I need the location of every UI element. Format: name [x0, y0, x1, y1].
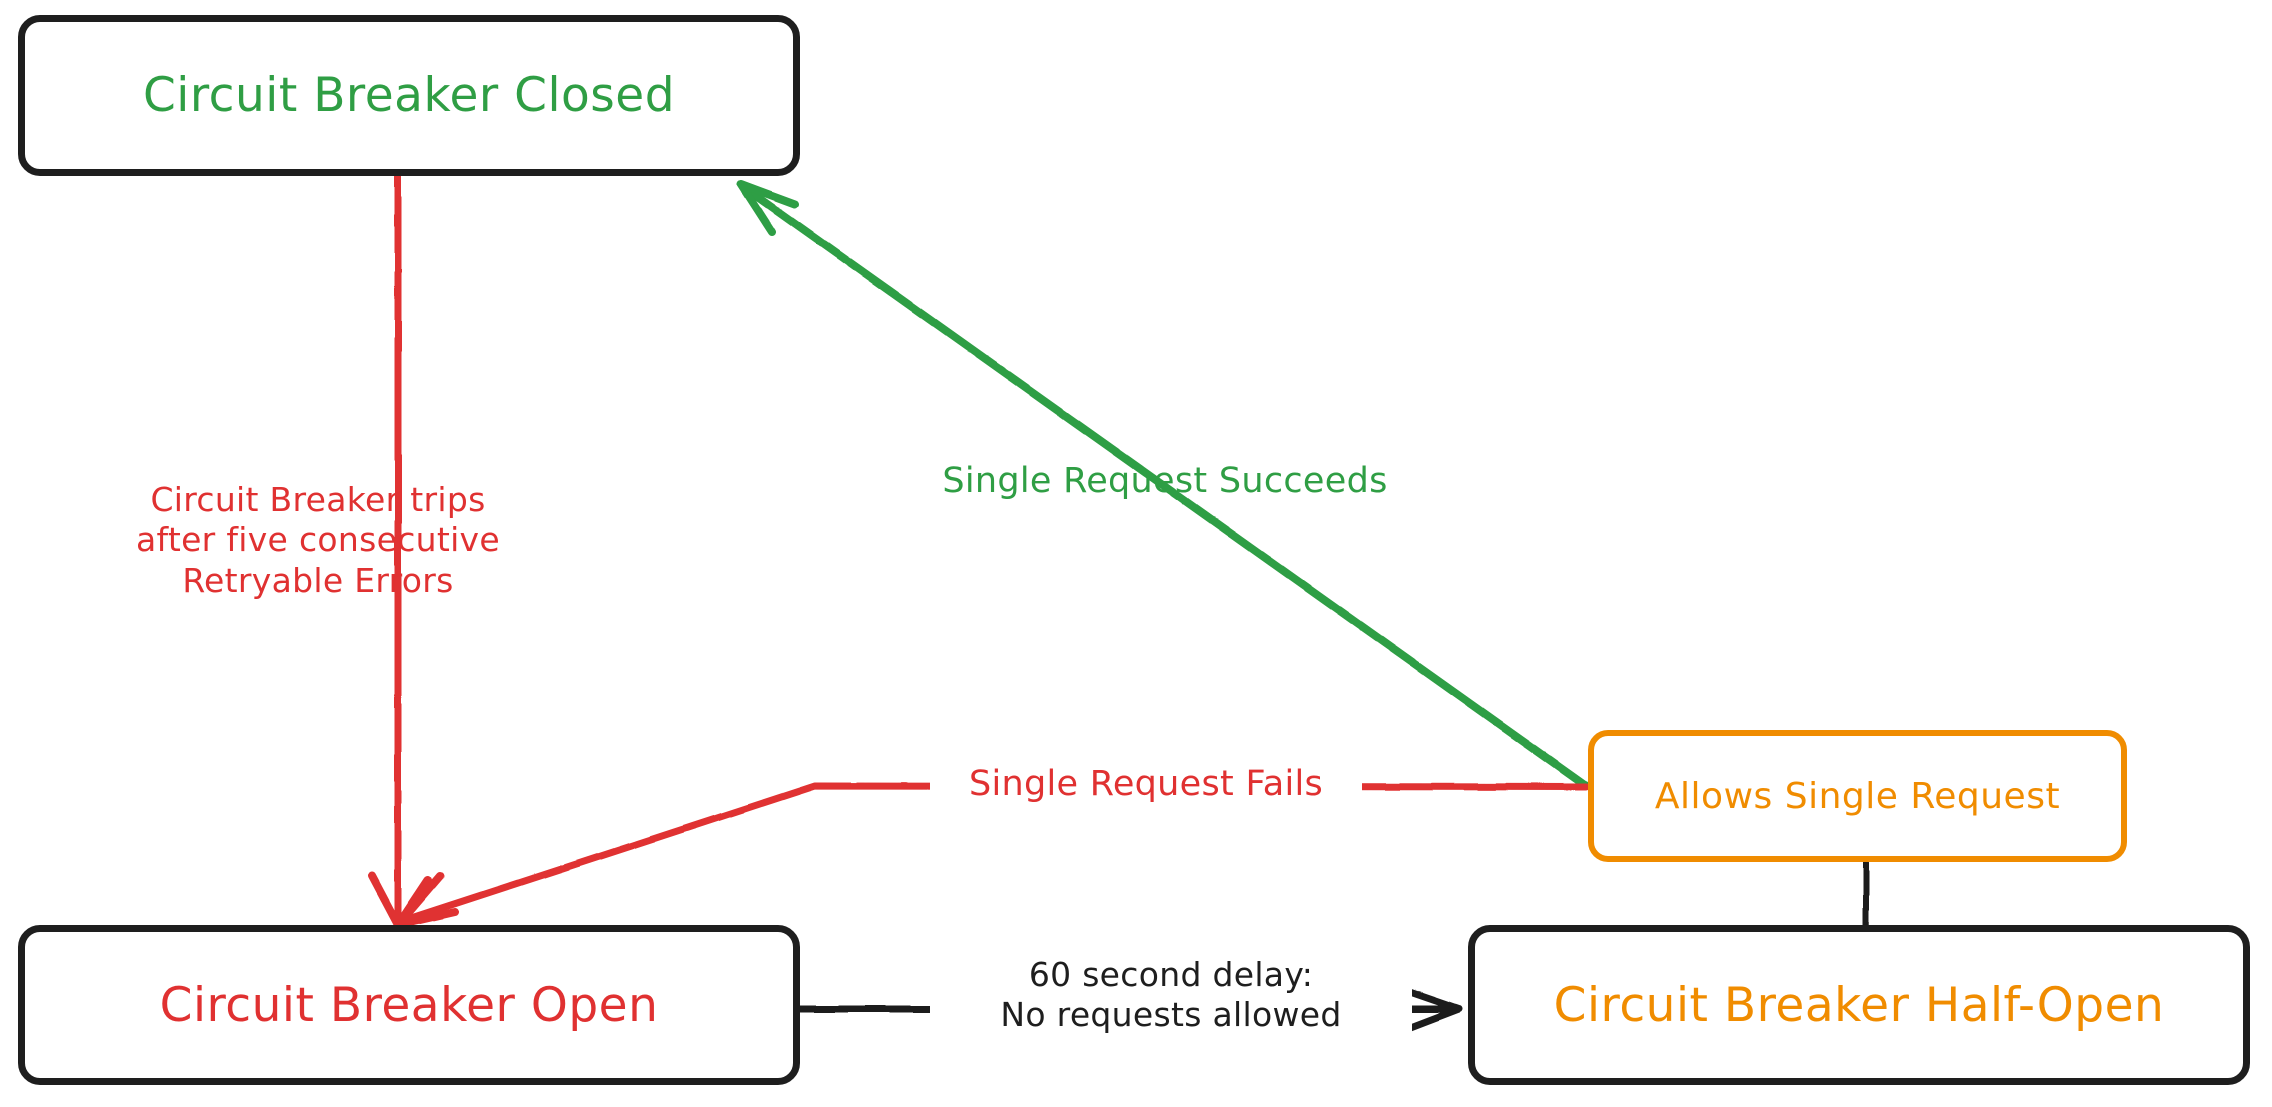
edge-open-to-half-open	[796, 986, 1463, 1034]
node-allows-single-request[interactable]: Allows Single Request	[1588, 730, 2127, 862]
node-circuit-breaker-half-open-label: Circuit Breaker Half-Open	[1553, 977, 2165, 1033]
edge-allows-to-open	[394, 782, 1590, 929]
node-circuit-breaker-half-open[interactable]: Circuit Breaker Half-Open	[1468, 925, 2250, 1085]
node-allows-single-request-label: Allows Single Request	[1654, 775, 2061, 817]
edge-allows-to-closed	[737, 180, 1590, 790]
node-circuit-breaker-open[interactable]: Circuit Breaker Open	[18, 925, 800, 1085]
edge-closed-to-open	[368, 172, 432, 929]
node-circuit-breaker-closed-label: Circuit Breaker Closed	[142, 68, 676, 123]
node-circuit-breaker-closed[interactable]: Circuit Breaker Closed	[18, 15, 800, 176]
node-circuit-breaker-open-label: Circuit Breaker Open	[159, 977, 659, 1033]
